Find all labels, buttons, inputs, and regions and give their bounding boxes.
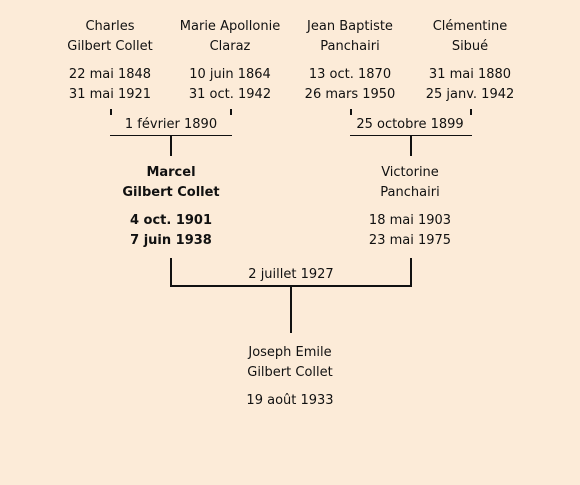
person-birth-date: 18 mai 1903 xyxy=(368,213,452,228)
person-clementine-sibue: Clémentine Sibué 31 mai 1880 25 janv. 19… xyxy=(405,17,535,105)
connector-parents-left xyxy=(170,258,172,287)
person-charles-gilbert-collet: Charles Gilbert Collet 22 mai 1848 31 ma… xyxy=(45,17,175,105)
person-victorine-panchairi: Victorine Panchairi 18 mai 1903 23 mai 1… xyxy=(345,163,475,251)
person-jean-baptiste-panchairi: Jean Baptiste Panchairi 13 oct. 1870 26 … xyxy=(285,17,415,105)
person-first-name: Charles xyxy=(85,19,135,34)
person-death-date: 23 mai 1975 xyxy=(368,233,452,248)
person-first-name: Jean Baptiste xyxy=(307,19,393,34)
marriage-date-paternal: 1 février 1890 xyxy=(106,115,236,135)
person-last-name: Panchairi xyxy=(320,39,380,54)
person-death-date: 31 mai 1921 xyxy=(68,87,152,102)
person-birth-date: 22 mai 1848 xyxy=(68,67,152,82)
person-birth-date: 4 oct. 1901 xyxy=(129,213,213,228)
person-first-name: Clémentine xyxy=(432,19,508,34)
person-birth-date: 31 mai 1880 xyxy=(428,67,512,82)
person-birth-date: 19 août 1933 xyxy=(246,393,334,408)
person-first-name: Marcel xyxy=(146,165,196,180)
person-first-name: Marie Apollonie xyxy=(179,19,281,34)
connector-paternal-stem xyxy=(170,134,172,156)
person-marie-apollonie-claraz: Marie Apollonie Claraz 10 juin 1864 31 o… xyxy=(165,17,295,105)
marriage-date-parents: 2 juillet 1927 xyxy=(226,265,356,285)
person-last-name: Panchairi xyxy=(380,185,440,200)
person-birth-date: 13 oct. 1870 xyxy=(308,67,392,82)
connector-parents-stem xyxy=(290,285,292,333)
person-death-date: 31 oct. 1942 xyxy=(188,87,272,102)
person-last-name: Sibué xyxy=(451,39,489,54)
person-birth-date: 10 juin 1864 xyxy=(189,67,271,82)
person-last-name: Gilbert Collet xyxy=(122,185,220,200)
person-death-date: 25 janv. 1942 xyxy=(425,87,515,102)
person-joseph-emile-gilbert-collet: Joseph Emile Gilbert Collet 19 août 1933 xyxy=(225,343,355,411)
person-last-name: Gilbert Collet xyxy=(247,365,333,380)
person-death-date: 7 juin 1938 xyxy=(130,233,212,248)
connector-parents-right xyxy=(410,258,412,287)
person-marcel-gilbert-collet: Marcel Gilbert Collet 4 oct. 1901 7 juin… xyxy=(106,163,236,251)
person-first-name: Victorine xyxy=(381,165,439,180)
person-death-date: 26 mars 1950 xyxy=(304,87,396,102)
person-first-name: Joseph Emile xyxy=(248,345,332,360)
person-last-name: Claraz xyxy=(209,39,251,54)
person-last-name: Gilbert Collet xyxy=(67,39,153,54)
marriage-date-maternal: 25 octobre 1899 xyxy=(345,115,475,135)
connector-maternal-stem xyxy=(410,134,412,156)
